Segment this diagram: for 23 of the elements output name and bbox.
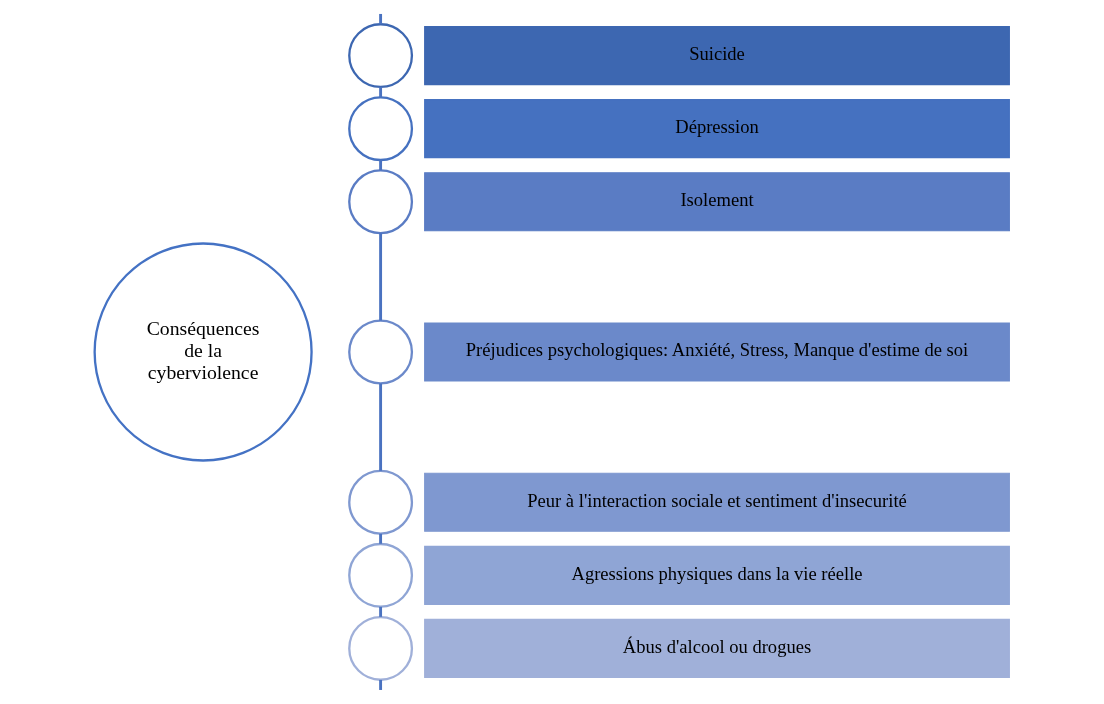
node-circle — [348, 615, 414, 681]
connector — [379, 233, 383, 321]
node-box: Dépression — [424, 99, 1010, 159]
node-box: Agressions physiques dans la vie réelle — [424, 545, 1010, 605]
node-box: Préjudices psychologiques: Anxiété, Stress, Manque d'estime de soi — [424, 322, 1010, 382]
connector — [379, 160, 383, 171]
connector — [379, 383, 383, 471]
node-circle — [348, 319, 414, 385]
node-circle — [348, 542, 414, 608]
connector — [379, 533, 383, 544]
node-box: Peur à l'interaction sociale et sentiment d'insecurité — [424, 472, 1010, 532]
connector — [379, 13, 383, 24]
node-circle: Conséquences de la cyberviolence — [93, 242, 313, 462]
connector — [379, 606, 383, 617]
node-circle — [348, 23, 414, 89]
node-circle — [348, 96, 414, 162]
node-box: Suicide — [424, 26, 1010, 86]
node-box: Ábus d'alcool ou drogues — [424, 618, 1010, 678]
node-circle — [348, 169, 414, 235]
connector — [379, 679, 383, 690]
connector — [379, 87, 383, 98]
node-circle — [348, 469, 414, 535]
node-box: Isolement — [424, 172, 1010, 232]
